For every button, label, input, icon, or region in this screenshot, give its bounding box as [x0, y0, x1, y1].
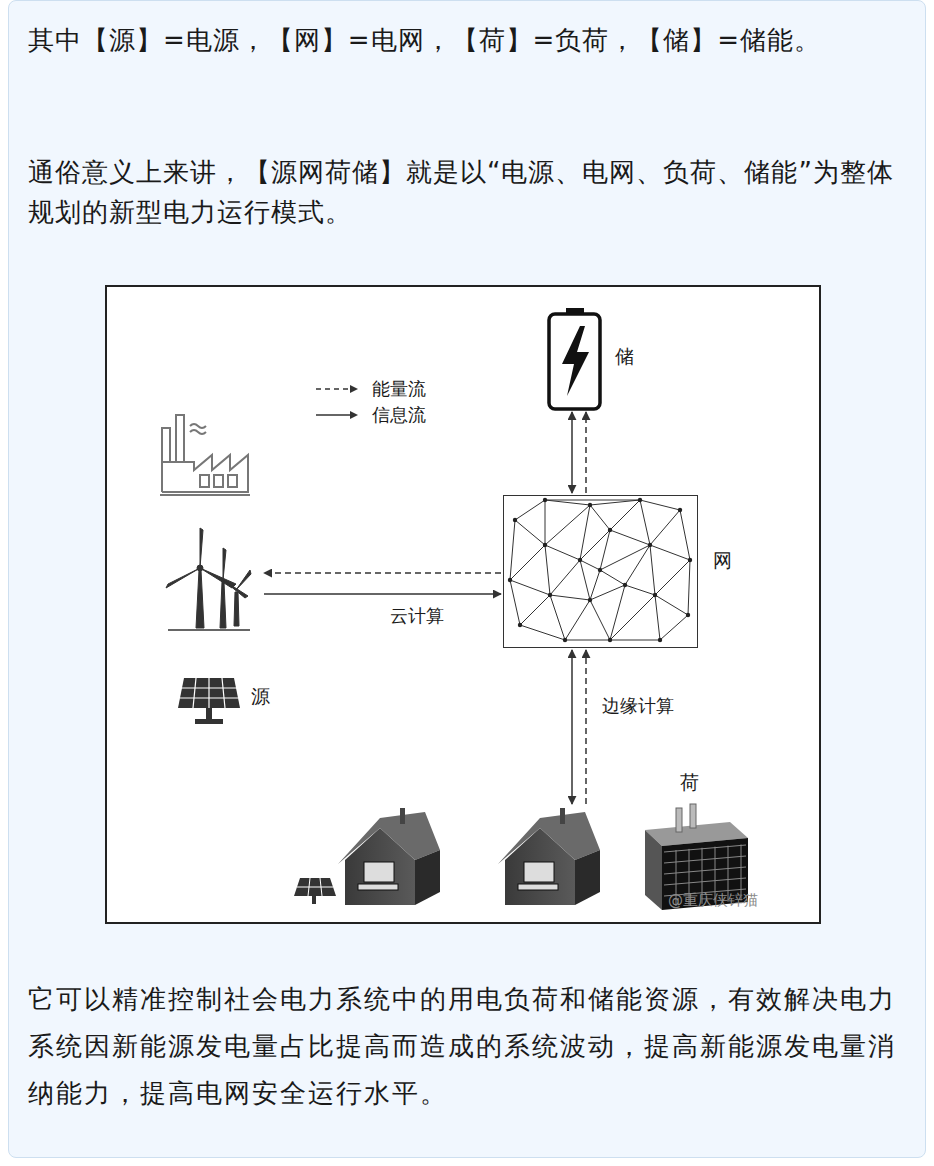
energy-flow-arrow: [585, 412, 587, 493]
grid-node-dot: [578, 558, 582, 562]
edge-label: 云计算: [388, 604, 446, 628]
grid-node-dot: [608, 638, 612, 642]
grid-node-dot: [658, 638, 662, 642]
node-label: 源: [251, 684, 270, 708]
source-node: 源: [155, 410, 262, 728]
legend-arrowhead: [350, 411, 358, 419]
grid-node-dot: [686, 613, 690, 617]
node-label: 储: [615, 344, 634, 368]
grid-node-dot: [648, 543, 652, 547]
information-flow-arrow: [571, 650, 573, 804]
edge-label: 边缘计算: [600, 694, 676, 718]
intro-text: 其中【源】=电源，【网】=电网，【荷】=负荷，【储】=储能。: [28, 22, 918, 58]
information-flow-arrow: [264, 593, 501, 595]
grid-mesh: [510, 500, 690, 640]
grid-node-dot: [653, 593, 657, 597]
node-label: 网: [713, 548, 732, 572]
legend-arrowhead: [350, 385, 358, 393]
grid-node-dot: [588, 503, 592, 507]
storage-node: 储: [548, 308, 601, 410]
energy-flow-arrow: [264, 572, 501, 574]
house-with-solar-icon: [294, 808, 440, 905]
battery-icon: [549, 308, 600, 409]
grid-node-dot: [688, 558, 692, 562]
house-icon: [498, 808, 600, 905]
legend-text: 能量流: [372, 378, 426, 400]
power-plant-icon: [160, 415, 250, 495]
grid-node-dot: [518, 623, 522, 627]
grid-node-dot: [508, 578, 512, 582]
grid-node-dot: [543, 543, 547, 547]
legend-text: 信息流: [372, 404, 426, 426]
wind-turbine-icon: [166, 528, 251, 630]
grid-node-dot: [513, 518, 517, 522]
grid-node-dot: [678, 508, 682, 512]
grid-node: 网: [503, 495, 698, 648]
grid-node-dot: [588, 598, 592, 602]
body-text: 它可以精准控制社会电力系统中的用电负荷和储能资源，有效解决电力系统因新能源发电量…: [28, 976, 910, 1117]
load-node: 荷: [292, 806, 752, 912]
grid-node-dot: [623, 583, 627, 587]
grid-node-dot: [598, 568, 602, 572]
information-flow-arrow: [571, 412, 573, 493]
node-label: 荷: [680, 770, 699, 794]
watermark: @重庆侠锌猫: [668, 890, 818, 910]
intro-text: 通俗意义上来讲，【源网荷储】就是以“电源、电网、负荷、储能”为整体规划的新型电力…: [28, 152, 910, 232]
grid-node-dot: [543, 498, 547, 502]
grid-node-dot: [563, 638, 567, 642]
grid-node-dot: [548, 593, 552, 597]
grid-node-dot: [638, 498, 642, 502]
solar-panel-icon: [178, 678, 240, 724]
energy-flow-arrow: [585, 650, 587, 804]
grid-node-dot: [608, 528, 612, 532]
